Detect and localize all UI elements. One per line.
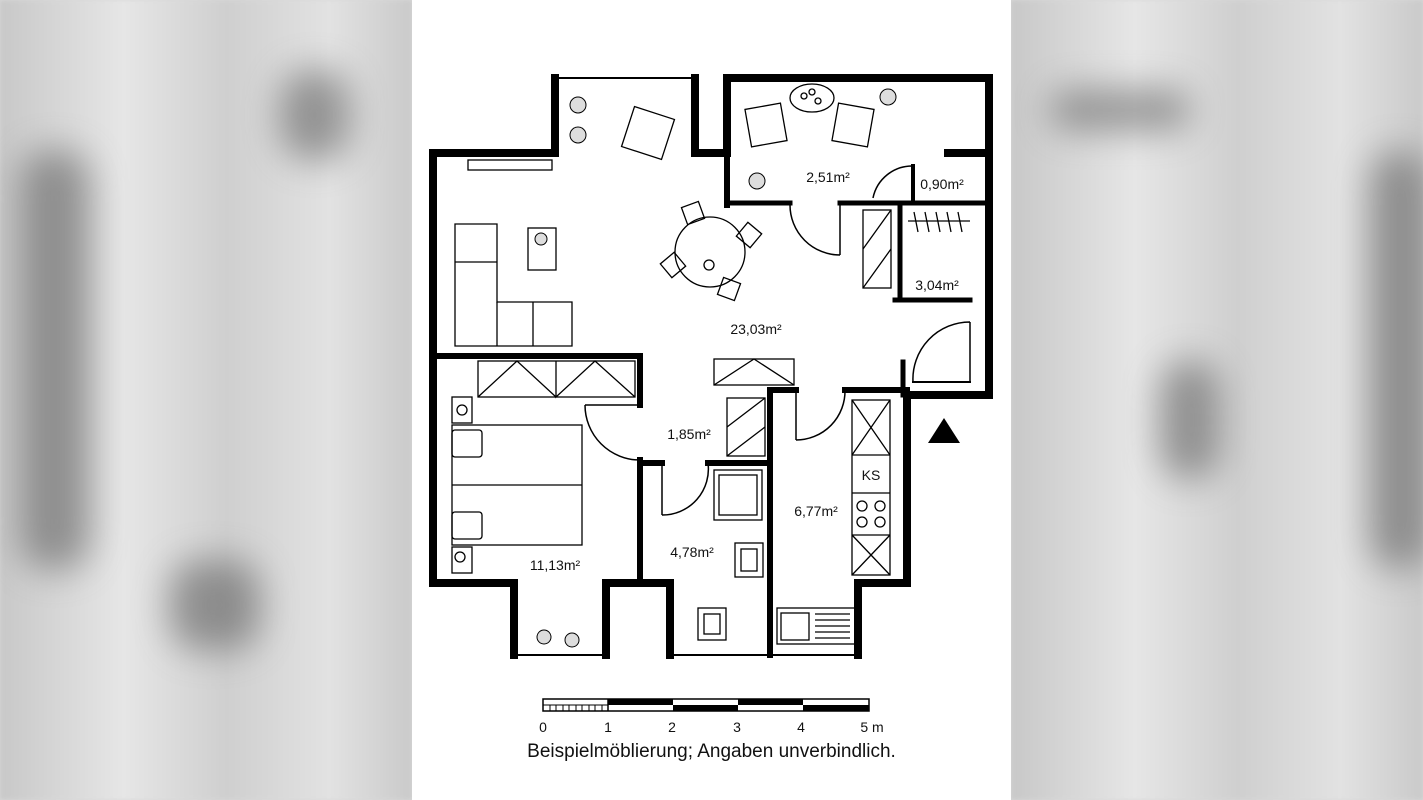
stove-burner	[856, 516, 868, 528]
plants	[534, 88, 897, 648]
plant	[536, 629, 552, 645]
blur-shape	[20, 150, 90, 570]
plant	[569, 96, 587, 114]
coffee-table	[527, 227, 557, 271]
label-living: 23,03m²	[730, 321, 782, 337]
scale-tick-label: 2	[668, 719, 676, 735]
doors	[584, 165, 971, 516]
label-loggia: 2,51m²	[806, 169, 850, 185]
stove-burner	[856, 500, 868, 512]
label-fridge: KS	[862, 467, 881, 483]
chair	[659, 251, 687, 279]
chair	[716, 276, 742, 302]
blur-shape	[1370, 150, 1423, 570]
armchair-top	[620, 105, 676, 161]
door-bath	[661, 462, 710, 516]
nightstand	[451, 546, 473, 574]
sink	[776, 607, 856, 645]
scale-tick-label: 0	[539, 719, 547, 735]
cabinet-living	[713, 358, 795, 386]
shower	[713, 469, 763, 521]
tv-board	[467, 159, 553, 171]
blur-shape	[280, 70, 350, 160]
scale-tick-label: 3	[733, 719, 741, 735]
outer-wall-bottom	[602, 579, 674, 659]
washbasin	[734, 542, 764, 578]
scale-tick-label: 5 m	[860, 719, 883, 735]
door-kitchen	[795, 389, 846, 441]
label-bedroom: 11,13m²	[530, 557, 581, 573]
blur-shape	[170, 560, 260, 650]
scale-tick-label: 1	[604, 719, 612, 735]
dining-table	[674, 216, 746, 288]
plant	[748, 172, 766, 190]
stove-burner	[874, 516, 886, 528]
outer-wall-top	[691, 74, 993, 157]
label-closet: 3,04m²	[915, 277, 959, 293]
door-loggia	[789, 203, 841, 256]
entrance-arrow-icon	[928, 418, 960, 443]
chair	[680, 200, 706, 226]
stove-burner	[874, 500, 886, 512]
furniture	[451, 83, 970, 645]
cabinet-closet	[862, 209, 892, 289]
plant	[534, 232, 548, 246]
floor-plan-sheet	[412, 0, 1011, 800]
door-bedroom	[584, 404, 641, 461]
nightstand	[451, 396, 473, 424]
plant	[703, 259, 715, 271]
label-kitchen: 6,77m²	[794, 503, 838, 519]
label-storage: 0,90m²	[920, 176, 964, 192]
loggia-chair	[744, 102, 788, 148]
plant	[879, 88, 897, 106]
blur-shape	[1050, 90, 1190, 130]
outer-wall-left	[429, 74, 559, 659]
scale-bar: 0 1 2 3 4 5 m	[539, 698, 884, 735]
plant	[564, 632, 580, 648]
sofa	[454, 223, 573, 347]
scale-tick-label: 4	[797, 719, 805, 735]
plant	[569, 126, 587, 144]
label-bath: 4,78m²	[670, 544, 714, 560]
chair	[735, 221, 763, 249]
label-hall: 1,85m²	[667, 426, 711, 442]
walls	[429, 74, 993, 659]
toilet	[697, 607, 727, 641]
disclaimer-caption: Beispielmöblierung; Angaben unverbindlic…	[527, 741, 896, 762]
pillow	[451, 511, 483, 540]
loggia-table	[789, 83, 835, 113]
loggia-chair	[831, 102, 875, 148]
door-entry	[912, 321, 971, 383]
door-storage	[872, 165, 914, 199]
pillow	[451, 429, 483, 458]
cabinet-hall	[726, 397, 766, 457]
blur-shape	[1160, 360, 1220, 480]
kitchen-counter	[851, 399, 891, 576]
